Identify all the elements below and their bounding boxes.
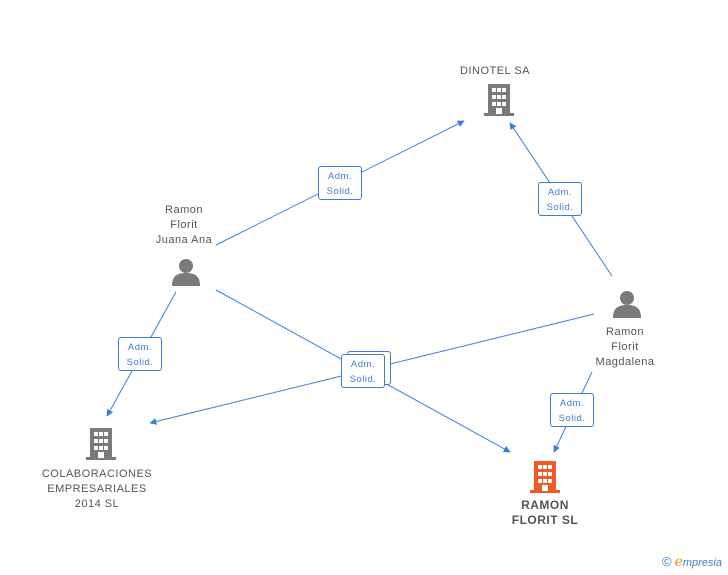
copyright-symbol: © xyxy=(661,554,672,569)
node-label-ramon: RAMON FLORIT SL xyxy=(511,498,579,527)
edge-label-type: Solid. xyxy=(546,202,574,213)
edge-label-role: Adm. xyxy=(559,398,585,409)
edge-label-type: Solid. xyxy=(349,374,377,385)
node-colab[interactable]: COLABORACIONES EMPRESARIALES 2014 SL xyxy=(36,467,158,512)
brand-logo-e: e xyxy=(674,554,683,570)
edge-label-role: Adm. xyxy=(127,342,153,353)
person-icon-juana xyxy=(172,259,200,286)
building-icon-colab xyxy=(86,428,116,460)
edge-label-type: Solid. xyxy=(558,413,586,424)
building-icon-dinotel xyxy=(484,84,514,116)
node-juana[interactable]: Ramon Florit Juana Ana xyxy=(134,203,234,248)
node-dinotel[interactable]: DINOTEL SA xyxy=(440,64,550,79)
node-magdalena[interactable]: Ramon Florit Magdalena xyxy=(575,325,675,370)
brand-watermark: ©empresia xyxy=(662,554,722,570)
node-ramon[interactable]: RAMON FLORIT SL xyxy=(495,498,595,528)
edge-label-type: Solid. xyxy=(126,357,154,368)
brand-logo-text: mpresia xyxy=(682,557,722,569)
edge-label-role: Adm. xyxy=(350,359,376,370)
edge-label-magdalena-dinotel[interactable]: Adm. Solid. xyxy=(538,182,582,216)
edge-label-magdalena-colab[interactable]: Adm. Solid. xyxy=(341,354,385,388)
node-label-colab: COLABORACIONES EMPRESARIALES 2014 SL xyxy=(41,468,153,510)
edge-label-magdalena-ramon[interactable]: Adm. Solid. xyxy=(550,393,594,427)
node-label-dinotel: DINOTEL SA xyxy=(460,65,530,77)
edge-label-role: Adm. xyxy=(547,187,573,198)
node-label-magdalena: Ramon Florit Magdalena xyxy=(595,326,655,368)
edge-label-juana-dinotel[interactable]: Adm. Solid. xyxy=(318,166,362,200)
building-icon-ramon xyxy=(530,461,560,493)
edge-label-juana-colab[interactable]: Adm. Solid. xyxy=(118,337,162,371)
person-icon-magdalena xyxy=(613,291,641,318)
edge-label-role: Adm. xyxy=(327,171,353,182)
node-label-juana: Ramon Florit Juana Ana xyxy=(155,204,213,246)
edge-label-type: Solid. xyxy=(326,186,354,197)
